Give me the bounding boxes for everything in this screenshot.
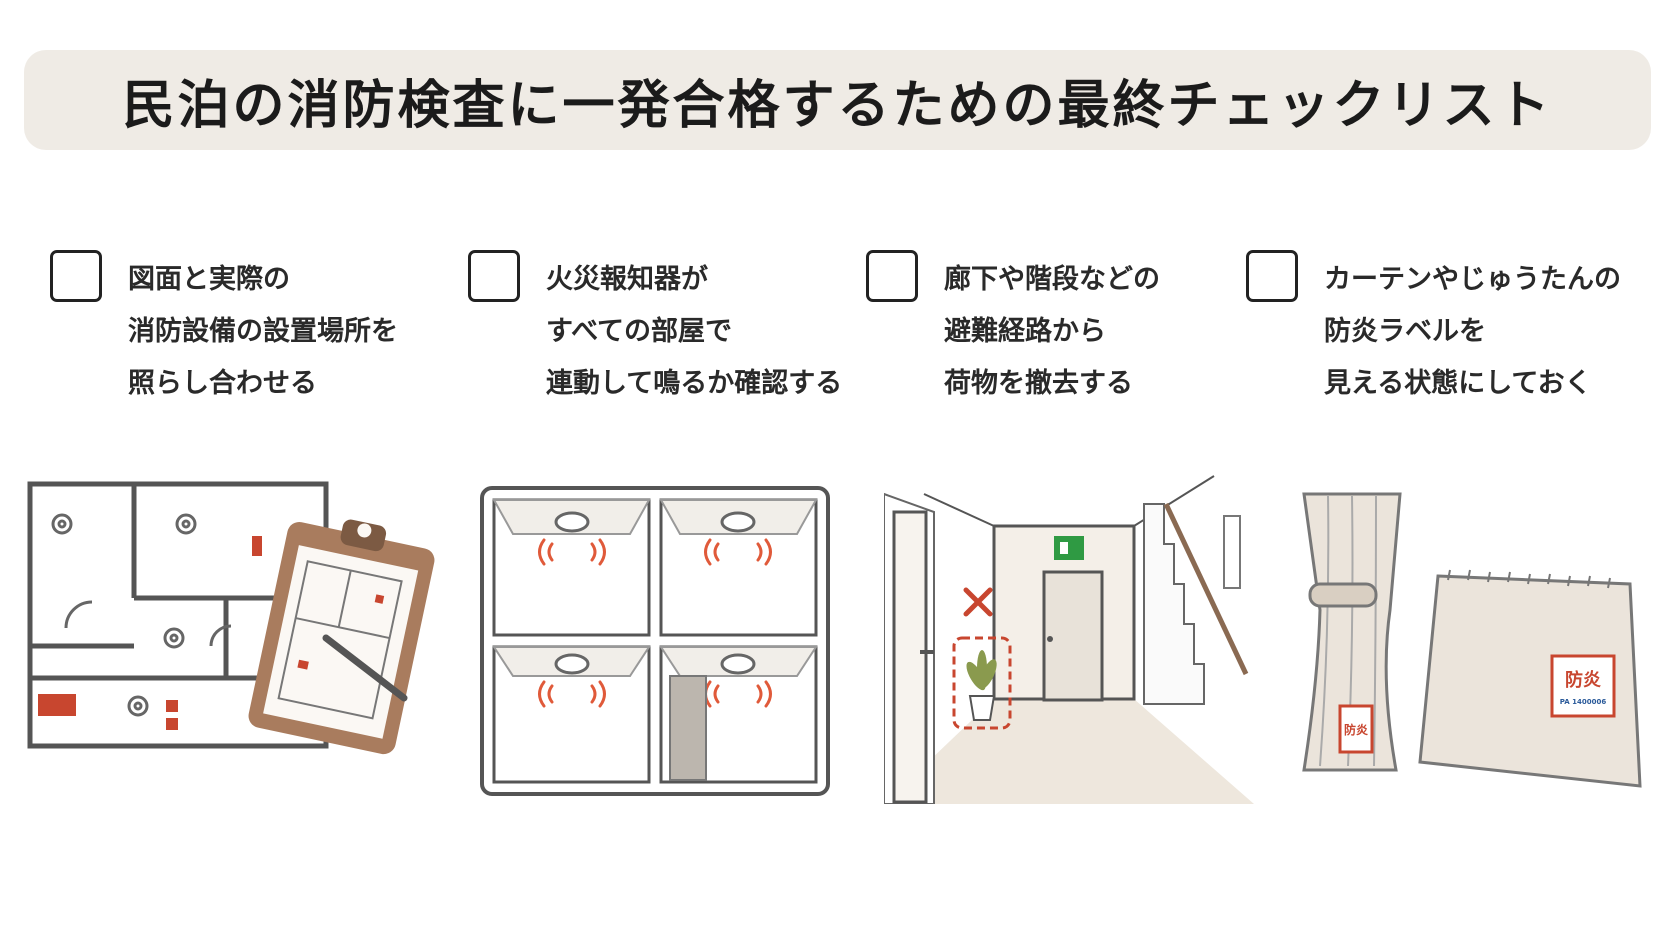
text-line: 消防設備の設置場所を <box>128 316 398 347</box>
text-line: 図面と実際の <box>128 264 290 295</box>
checklist-text: カーテンやじゅうたんの 防炎ラベルを 見える状態にしておく <box>1324 254 1621 410</box>
text-line: 廊下や階段などの <box>944 264 1160 295</box>
text-line: カーテンやじゅうたんの <box>1324 264 1621 295</box>
text-line: 照らし合わせる <box>128 368 317 399</box>
checklist-item-floorplan[interactable]: 図面と実際の 消防設備の設置場所を 照らし合わせる <box>50 250 398 410</box>
flame-retardant-labels-illustration: 防炎 防炎 PA 1400006 <box>1302 492 1642 788</box>
curtain-label-text: 防炎 <box>1344 722 1368 737</box>
page-title: 民泊の消防検査に一発合格するための最終チェックリスト <box>122 75 1553 136</box>
floorplan-clipboard-illustration <box>27 481 435 755</box>
text-line: 見える状態にしておく <box>1324 368 1592 399</box>
checkbox-curtain[interactable] <box>1246 250 1298 302</box>
checklist-text: 火災報知器が すべての部屋で 連動して鳴るか確認する <box>546 254 842 410</box>
text-line: 連動して鳴るか確認する <box>546 368 843 399</box>
checklist-text: 廊下や階段などの 避難経路から 荷物を撤去する <box>944 254 1160 410</box>
rug-label-text: 防炎 <box>1565 669 1601 691</box>
checkbox-floorplan[interactable] <box>50 250 102 302</box>
text-line: 防炎ラベルを <box>1324 316 1486 347</box>
text-line: 火災報知器が <box>546 264 708 295</box>
checkbox-alarm[interactable] <box>468 250 520 302</box>
rug-label-subtext: PA 1400006 <box>1560 698 1607 706</box>
linked-smoke-alarms-illustration <box>480 486 830 796</box>
title-banner: 民泊の消防検査に一発合格するための最終チェックリスト <box>24 50 1651 150</box>
text-line: 荷物を撤去する <box>944 368 1133 399</box>
evacuation-route-illustration <box>884 464 1254 804</box>
checklist-item-evacuation[interactable]: 廊下や階段などの 避難経路から 荷物を撤去する <box>866 250 1160 410</box>
checklist-text: 図面と実際の 消防設備の設置場所を 照らし合わせる <box>128 254 398 410</box>
text-line: 避難経路から <box>944 316 1106 347</box>
text-line: すべての部屋で <box>546 316 733 347</box>
checkbox-evacuation[interactable] <box>866 250 918 302</box>
checklist-item-alarm[interactable]: 火災報知器が すべての部屋で 連動して鳴るか確認する <box>468 250 842 410</box>
checklist-item-curtain[interactable]: カーテンやじゅうたんの 防炎ラベルを 見える状態にしておく <box>1246 250 1621 410</box>
